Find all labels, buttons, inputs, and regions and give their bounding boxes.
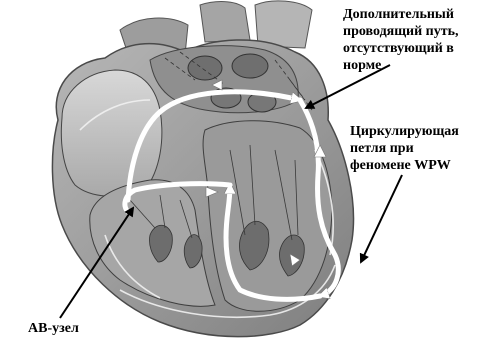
accessory-pathway-label: Дополнительный проводящий путь, отсутств… bbox=[343, 6, 483, 74]
left-ventricle bbox=[203, 121, 332, 312]
av-node-label: АВ-узел bbox=[28, 320, 148, 337]
wpw-loop-label: Циркулирующая петля при феномене WPW bbox=[350, 123, 480, 174]
loop-pointer-arrow bbox=[361, 175, 402, 262]
right-atrium bbox=[61, 70, 162, 196]
